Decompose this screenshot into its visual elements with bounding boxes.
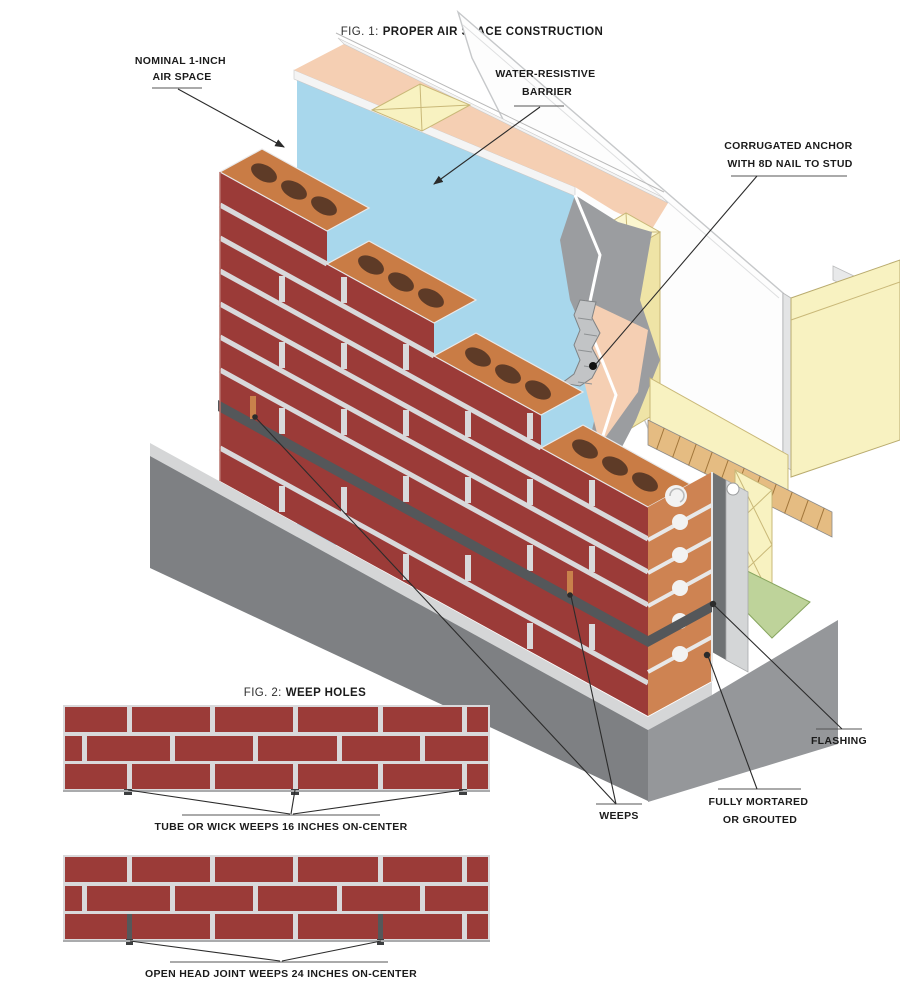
brick — [132, 707, 210, 732]
brick — [425, 736, 488, 761]
open-head-joint-weep — [127, 914, 132, 939]
brick — [383, 764, 462, 789]
label-mortared-line2: OR GROUTED — [723, 814, 797, 826]
figure1-title-text: PROPER AIR SPACE CONSTRUCTION — [383, 26, 604, 38]
brick — [87, 886, 170, 911]
weep-slot-right — [567, 571, 573, 594]
caption-tube-weeps-text: TUBE OR WICK WEEPS 16 INCHES ON-CENTER — [155, 821, 408, 833]
label-flashing: FLASHING — [811, 735, 867, 747]
grouted-cavity — [712, 472, 726, 660]
label-wrb-line1: WATER-RESISTIVE — [495, 68, 595, 80]
open-head-annotation: OPEN HEAD JOINT WEEPS 24 INCHES ON-CENTE… — [129, 940, 417, 980]
brick — [467, 707, 488, 732]
brick — [258, 886, 337, 911]
label-weeps: WEEPS — [599, 810, 638, 822]
brick — [65, 707, 127, 732]
brick-cut-face — [647, 472, 713, 716]
brick — [175, 736, 253, 761]
flashing-sheet — [725, 479, 749, 673]
brick — [65, 764, 127, 789]
caption-open-head-weeps: OPEN HEAD JOINT WEEPS 24 INCHES ON-CENTE… — [145, 968, 417, 980]
brick — [65, 736, 82, 761]
label-wrb: WATER-RESISTIVE BARRIER — [495, 68, 598, 98]
corrugated-anchor — [560, 299, 601, 387]
figure2-title-text: WEEP HOLES — [286, 687, 366, 699]
brick — [65, 857, 127, 882]
brick — [175, 886, 253, 911]
foundation-return-face — [648, 620, 838, 802]
brick — [467, 914, 488, 939]
weep-slot-left — [250, 396, 256, 419]
brick — [298, 764, 378, 789]
brick — [215, 914, 293, 939]
brick — [342, 886, 420, 911]
bed-joints — [218, 202, 650, 686]
head-joints — [279, 276, 595, 650]
brick-strip-open-head-weeps — [63, 855, 490, 945]
figure2-title: FIG. 2: WEEP HOLES — [244, 687, 366, 699]
brick — [298, 857, 378, 882]
sheathing-back-edge — [337, 37, 669, 204]
brick — [383, 707, 462, 732]
brick — [132, 857, 210, 882]
label-weeps-line1: WEEPS — [599, 810, 638, 822]
label-mortared: FULLY MORTARED OR GROUTED — [709, 796, 812, 826]
label-flashing-line1: FLASHING — [811, 735, 867, 747]
foundation — [150, 443, 838, 802]
figure1-annotations: NOMINAL 1-INCH AIR SPACE WATER-RESISTIVE… — [135, 55, 867, 826]
isometric-scene — [150, 9, 900, 802]
label-air-space-line2: AIR SPACE — [152, 71, 211, 83]
brick — [467, 764, 488, 789]
brick — [215, 857, 293, 882]
brick — [298, 914, 378, 939]
foundation-front-face — [150, 456, 648, 801]
label-anchor: CORRUGATED ANCHOR WITH 8D NAIL TO STUD — [724, 140, 855, 170]
label-wrb-line2: BARRIER — [522, 86, 572, 98]
cavity-flashing — [712, 472, 749, 673]
stud-cut-top-icon — [370, 83, 472, 132]
label-air-space-line1: NOMINAL 1-INCH — [135, 55, 226, 67]
brick-core-holes — [251, 163, 658, 492]
brick — [298, 707, 378, 732]
figure1-title: FIG. 1: PROPER AIR SPACE CONSTRUCTION — [341, 26, 604, 38]
label-air-space: NOMINAL 1-INCH AIR SPACE — [135, 55, 229, 83]
brick — [87, 736, 170, 761]
brick — [383, 857, 462, 882]
brick — [132, 764, 210, 789]
brick-veneer-wall — [218, 148, 713, 716]
panel-edge — [782, 292, 792, 471]
caption-open-head-weeps-text: OPEN HEAD JOINT WEEPS 24 INCHES ON-CENTE… — [145, 968, 417, 980]
flashing-curl — [726, 482, 740, 496]
figure2: FIG. 2: WEEP HOLES TUBE OR WICK WEEPS 16 … — [63, 687, 490, 980]
brick — [65, 886, 82, 911]
open-head-joint-weep — [378, 914, 383, 939]
brick — [342, 736, 420, 761]
brick-course-tops — [218, 148, 692, 508]
tube-weep-annotation: TUBE OR WICK WEEPS 16 INCHES ON-CENTER — [127, 789, 464, 833]
rim-beam — [790, 259, 900, 478]
label-anchor-line1: CORRUGATED ANCHOR — [724, 140, 852, 152]
sheathing-top-face — [294, 44, 668, 229]
brick — [215, 764, 293, 789]
caption-tube-weeps: TUBE OR WICK WEEPS 16 INCHES ON-CENTER — [155, 821, 408, 833]
brick — [132, 914, 210, 939]
figure2-title-prefix: FIG. 2: — [244, 687, 282, 699]
brick — [425, 886, 488, 911]
label-anchor-line2: WITH 8D NAIL TO STUD — [727, 158, 852, 170]
brick — [383, 914, 462, 939]
brick — [215, 707, 293, 732]
brick-strip-tube-weeps — [63, 705, 490, 795]
label-mortared-line1: FULLY MORTARED — [709, 796, 809, 808]
brick — [258, 736, 337, 761]
anchor-nail-dot — [589, 362, 597, 370]
brick — [467, 857, 488, 882]
panel-top-line — [335, 32, 665, 193]
figure1-title-prefix: FIG. 1: — [341, 26, 379, 38]
brick — [65, 914, 127, 939]
